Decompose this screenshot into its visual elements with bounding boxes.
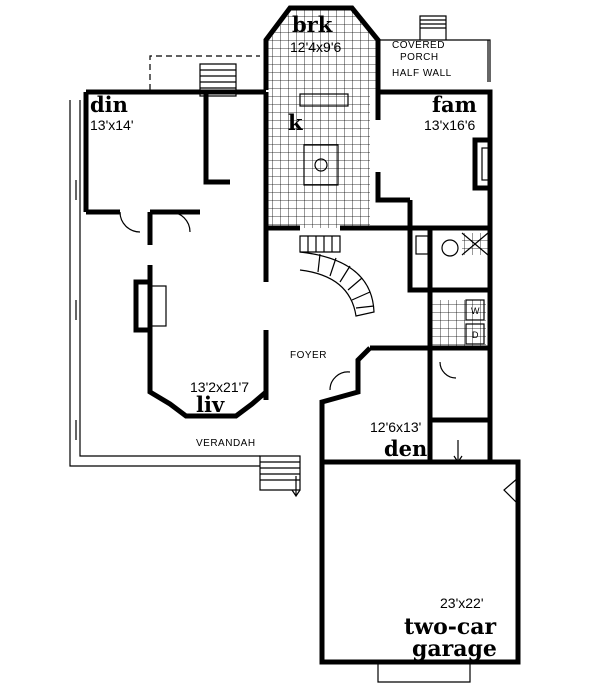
family-name: fam [432,92,477,117]
living-walls [147,212,268,419]
covered-porch-label-2: PORCH [400,52,439,63]
washer-label: W [471,306,480,316]
sink [415,235,429,255]
toilet [441,239,459,257]
garage-name-line1: two-car [404,614,497,640]
door-swing-1 [119,211,141,233]
half-wall-label: HALF WALL [392,68,452,79]
living-size: 13'2x21'7 [190,379,249,395]
stair-curve-outer [299,251,375,317]
family-walls [375,92,490,231]
rear-steps [199,63,237,97]
living-name: liv [196,392,225,417]
breakfast-name: brk [292,12,333,37]
island-sink-circle [314,158,328,172]
entry-arrow [291,476,301,498]
den-size: 12'6x13' [370,419,421,435]
living-hearth [149,285,167,327]
door-swing-3 [329,371,351,391]
garage-size: 23'x22' [440,595,484,611]
washer-box [465,299,485,321]
garage-name-line2: garage [412,636,497,662]
den-east-wall [430,417,493,462]
door-swing-2 [169,211,191,233]
door-swing-4 [439,361,457,379]
bath-x [461,232,489,256]
verandah-label: VERANDAH [196,438,256,449]
powder-room-walls [407,228,490,293]
deck-dashed-outline [149,55,260,90]
foyer-label: FOYER [290,350,327,361]
garage-walls [319,459,521,665]
verandah-outline [69,100,260,467]
dining-size: 13'x14' [90,117,134,133]
family-size: 13'x16'6 [424,117,475,133]
breakfast-size: 12'4x9'6 [290,39,341,55]
stair-treads [317,253,375,309]
family-hearth [481,147,491,181]
dining-walls [83,92,230,215]
dryer-box [465,323,485,345]
dining-name: din [90,92,128,117]
front-steps [259,455,301,491]
kitchen-counter [299,93,349,107]
kitchen-tile-floor [266,8,378,228]
covered-porch-label-1: COVERED [392,40,445,51]
garage-door-bump [377,662,471,683]
den-name: den [384,436,427,461]
living-fireplace [133,279,150,333]
covered-porch-steps [420,19,446,29]
kitchen-name: k [288,110,303,135]
stair-straight [299,235,341,253]
den-arrow [453,440,463,464]
garage-side-door [503,477,519,505]
kitchen-island [303,144,339,186]
family-fireplace [472,137,490,191]
breakfast-bay-wall [263,5,381,92]
dryer-label: D [472,330,479,340]
exterior-wall-upper [86,89,493,420]
